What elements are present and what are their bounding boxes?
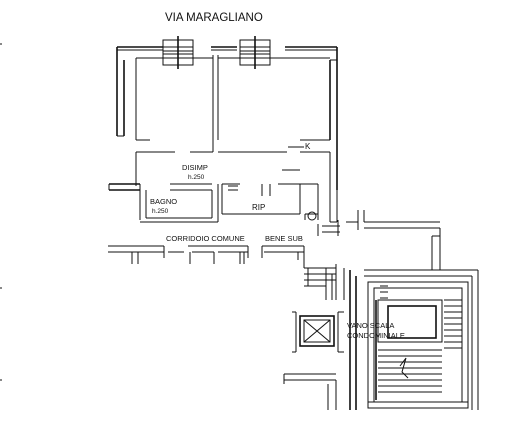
corridor-label: CORRIDOIO COMUNE [166, 234, 245, 243]
disimpegno-label: DISIMP [182, 163, 208, 172]
kitchen-label: K [305, 142, 311, 151]
bene-sub-label: BENE SUB [265, 234, 303, 243]
street-label: VIA MARAGLIANO [165, 12, 263, 24]
window-left [162, 36, 194, 69]
edge-ticks [0, 43, 2, 381]
disimpegno-height: h.250 [188, 174, 205, 181]
stair-label-line2: CONDOMINIALE [347, 331, 405, 340]
bagno-height: h.250 [152, 208, 169, 215]
stair-label-line1: VANO SCALA [347, 321, 394, 330]
apartment-walls [108, 46, 338, 223]
window-right [239, 36, 271, 69]
corridor-walls [108, 210, 441, 270]
bagno-label: BAGNO [150, 197, 177, 206]
stair-block [283, 264, 479, 410]
rip-label: RIP [252, 203, 265, 212]
